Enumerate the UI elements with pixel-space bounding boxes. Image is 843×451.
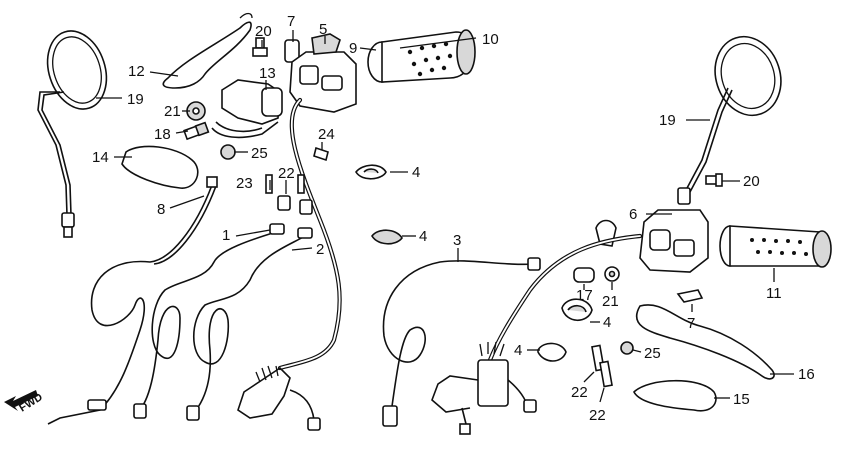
callout-1: 1 <box>222 227 230 244</box>
screw-20-right <box>705 173 723 187</box>
fwd-arrow: FWD <box>4 390 45 415</box>
callout-25-left: 25 <box>251 145 268 162</box>
callout-14: 14 <box>92 149 109 166</box>
callout-6: 6 <box>629 206 637 223</box>
callout-2: 2 <box>316 241 324 258</box>
throttle-cable-1 <box>133 223 285 419</box>
callout-4-lower: 4 <box>514 342 522 359</box>
callout-13: 13 <box>259 65 276 82</box>
grip-texture-left <box>407 41 453 77</box>
callout-19-left: 19 <box>127 91 144 108</box>
bulb-17 <box>573 267 595 283</box>
callout-24: 24 <box>318 126 335 143</box>
callout-21-left: 21 <box>164 103 181 120</box>
cable-adjusters <box>265 174 313 215</box>
callout-21-right: 21 <box>602 293 619 310</box>
grip-texture-right <box>750 238 808 256</box>
callout-22-right-lower: 22 <box>589 407 606 424</box>
callout-23: 23 <box>236 175 253 192</box>
washer-21-left <box>186 101 206 121</box>
left-mirror <box>37 30 108 238</box>
callout-20-right: 20 <box>743 173 760 190</box>
right-switch-housing <box>595 209 709 273</box>
callout-16: 16 <box>798 366 815 383</box>
callout-11: 11 <box>766 285 782 302</box>
left-grip <box>367 29 476 83</box>
callout-12: 12 <box>128 63 145 80</box>
screw-20-left <box>252 37 268 57</box>
washer-21-right <box>604 266 620 282</box>
bolt-18-left <box>183 121 210 141</box>
callout-22-left: 22 <box>278 165 295 182</box>
callout-7-left: 7 <box>287 13 295 30</box>
callout-10: 10 <box>482 31 499 48</box>
left-switch-housing <box>289 33 357 113</box>
callout-8: 8 <box>157 201 165 218</box>
callout-20-left: 20 <box>255 23 272 40</box>
right-grip <box>719 225 832 268</box>
cable-clamp-4-right <box>561 298 593 322</box>
callout-numbers: 20 7 5 9 10 12 13 19 21 18 25 14 24 23 2… <box>92 13 815 424</box>
callout-5: 5 <box>319 21 327 38</box>
right-switch-harness <box>431 233 643 435</box>
callout-18: 18 <box>154 126 171 143</box>
brake-lever-cover <box>633 379 717 412</box>
bulb-7-right <box>676 289 704 303</box>
leader-lines <box>96 30 794 403</box>
clutch-lever <box>162 12 253 89</box>
nut-25-left <box>220 144 236 160</box>
callout-25-right: 25 <box>644 345 661 362</box>
callout-17: 17 <box>576 287 593 304</box>
callout-9: 9 <box>349 40 357 57</box>
callout-4-right: 4 <box>603 314 611 331</box>
nut-25-right <box>620 341 634 355</box>
callout-15: 15 <box>733 391 750 408</box>
front-brake-light-cable <box>382 257 541 427</box>
callout-7-right: 7 <box>687 315 695 332</box>
cable-clamp-4-lower <box>537 342 567 362</box>
callout-3: 3 <box>453 232 461 249</box>
clutch-cable <box>47 176 218 425</box>
callout-4-upper: 4 <box>412 164 420 181</box>
throttle-cable-2 <box>186 227 313 421</box>
bolts-22 <box>591 344 613 388</box>
cable-clamp-4-upper <box>355 164 387 180</box>
callout-22-right-upper: 22 <box>571 384 588 401</box>
cable-clamp-4-middle <box>371 229 403 245</box>
lever-cover-14 <box>121 145 199 189</box>
right-mirror <box>677 35 782 205</box>
callout-19-right: 19 <box>659 112 676 129</box>
clip-24 <box>313 146 329 162</box>
front-brake-lever <box>635 304 775 380</box>
clutch-lever-holder <box>211 79 283 139</box>
callout-4-middle: 4 <box>419 228 427 245</box>
left-switch-harness <box>237 97 342 431</box>
fwd-label: FWD <box>17 391 45 414</box>
